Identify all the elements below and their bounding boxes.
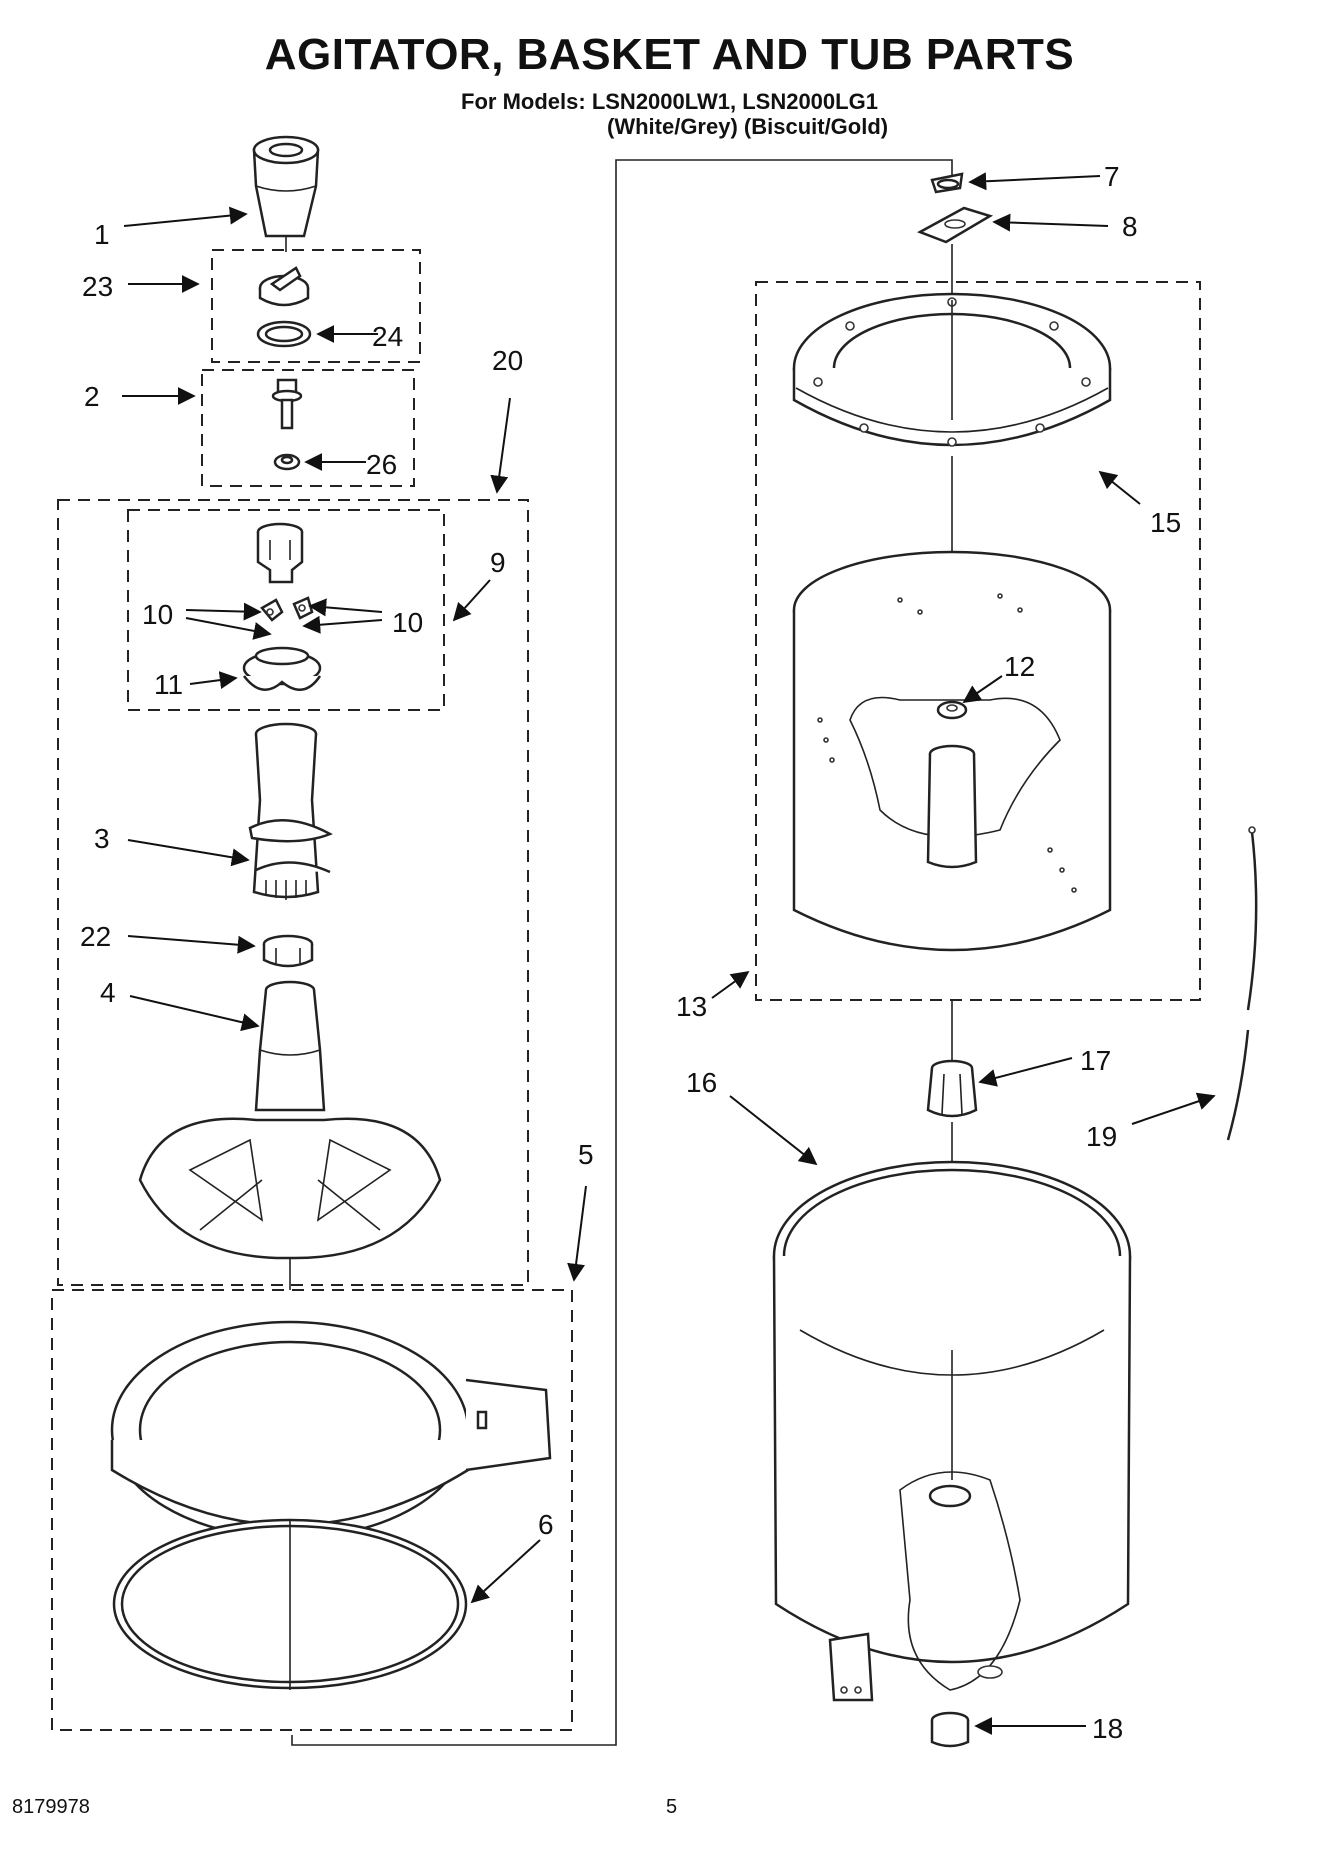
part-16-outer-tub xyxy=(772,1160,1132,1702)
box-5 xyxy=(51,1289,573,1731)
callout-7: 7 xyxy=(1104,161,1120,192)
callout-13: 13 xyxy=(676,991,707,1022)
leader-15 xyxy=(1098,470,1141,505)
box-13 xyxy=(755,281,1201,1001)
callout-18: 18 xyxy=(1092,1713,1123,1744)
leader-17 xyxy=(978,1057,1073,1087)
page-title: AGITATOR, BASKET AND TUB PARTS xyxy=(264,30,1075,79)
part-8-plate xyxy=(917,206,994,244)
part-9-cam xyxy=(256,522,304,584)
callout-16: 16 xyxy=(686,1067,717,1098)
callout-10-right: 10 xyxy=(392,607,423,638)
part-11-retainer xyxy=(242,646,322,691)
leader-6 xyxy=(470,1539,541,1604)
part-7-clip xyxy=(930,172,964,194)
part-22-ratchet xyxy=(262,934,314,968)
callout-22: 22 xyxy=(80,921,111,952)
leader-7 xyxy=(968,172,1101,191)
leader-8 xyxy=(992,213,1109,232)
part-19-hose xyxy=(1226,826,1258,1141)
callout-24: 24 xyxy=(372,321,403,352)
callout-6: 6 xyxy=(538,1509,554,1540)
leader-12 xyxy=(962,675,1003,704)
callout-17: 17 xyxy=(1080,1045,1111,1076)
leader-5 xyxy=(567,1185,587,1282)
part-3-auger xyxy=(248,722,333,900)
leader-10b2 xyxy=(302,615,383,634)
part-17-bushing xyxy=(926,1059,978,1118)
part-23-cap xyxy=(258,266,310,307)
callout-3: 3 xyxy=(94,823,110,854)
callout-1: 1 xyxy=(94,219,110,250)
leader-4 xyxy=(129,995,260,1032)
box-23-24 xyxy=(211,249,421,363)
part-6-seal-ring xyxy=(112,1518,468,1690)
colors-line: (White/Grey) (Biscuit/Gold) xyxy=(607,114,889,139)
callout-4: 4 xyxy=(100,977,116,1008)
callout-19: 19 xyxy=(1086,1121,1117,1152)
part-24-ring xyxy=(256,320,312,348)
callout-23: 23 xyxy=(82,271,113,302)
part-12-nut xyxy=(936,700,968,720)
part-10-dogs xyxy=(260,596,314,622)
leader-13 xyxy=(711,970,750,999)
part-1-dispenser xyxy=(252,135,320,252)
leader-22 xyxy=(127,935,256,954)
part-13-basket xyxy=(792,550,1112,952)
leader-10a xyxy=(185,602,262,621)
leader-9 xyxy=(452,579,491,622)
callout-20: 20 xyxy=(492,345,523,376)
leader-20 xyxy=(490,397,511,494)
leader-3 xyxy=(127,839,250,867)
callout-26: 26 xyxy=(366,449,397,480)
part-4-agitator-base xyxy=(138,980,442,1290)
part-15-balance-ring xyxy=(792,292,1112,447)
leader-10b xyxy=(308,598,383,617)
callout-12: 12 xyxy=(1004,651,1035,682)
leader-19 xyxy=(1131,1092,1216,1125)
callout-15: 15 xyxy=(1150,507,1181,538)
leader-11 xyxy=(189,671,238,690)
models-line: For Models: LSN2000LW1, LSN2000LG1 xyxy=(461,89,878,114)
doc-number: 8179978 xyxy=(12,1796,90,1818)
leader-1 xyxy=(123,206,248,227)
callout-8: 8 xyxy=(1122,211,1138,242)
part-18-fitting xyxy=(930,1711,970,1748)
box-9 xyxy=(127,509,445,711)
callout-9: 9 xyxy=(490,547,506,578)
part-26-washer xyxy=(273,453,301,471)
leader-10a2 xyxy=(185,617,272,640)
page-number: 5 xyxy=(666,1796,678,1818)
box-2-26 xyxy=(201,369,415,487)
callout-10-left: 10 xyxy=(142,599,173,630)
part-2-bolt xyxy=(271,378,303,430)
callout-11: 11 xyxy=(154,669,183,700)
callout-5: 5 xyxy=(578,1139,594,1170)
box-20 xyxy=(57,499,529,1286)
connector-line xyxy=(291,159,953,1746)
callout-2: 2 xyxy=(84,381,100,412)
part-5-tub-ring xyxy=(110,1320,552,1546)
leader-16 xyxy=(729,1095,818,1166)
